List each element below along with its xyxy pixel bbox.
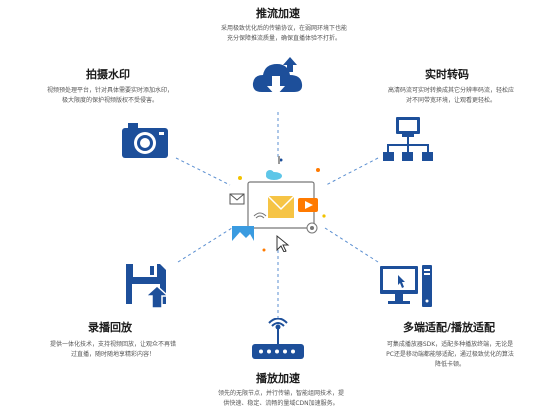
feature-title-watermark: 拍摄水印 [86,68,130,81]
save-upload-icon [124,262,172,314]
desktop-icon [378,263,434,315]
connector-left-bottom [177,227,233,263]
feature-desc-recording-playback: 提供一体化技术，支持视频回放，让观众不再错 过直播，随时随地享精彩内容！ [49,341,176,358]
envelope-icon [267,195,295,218]
network-icon [382,114,434,170]
speaker-icon [306,222,318,234]
feature-title-recording-playback: 录播回放 [88,321,132,334]
small-cloud-icon [266,170,282,180]
router-icon [250,317,306,366]
connector-left-top [175,157,231,186]
feature-title-push-acceleration: 推流加速 [256,7,300,20]
image-icon [232,226,254,241]
feature-desc-realtime-transcode: 高清码流可实时转换成其它分辨率码流，轻松应 对不同带宽环境，让观看更轻松。 [387,87,514,104]
feature-title-playback-acceleration: 播放加速 [256,372,300,385]
feature-desc-playback-acceleration: 领先的无限节点，并行传输，智能组网技术，提 供快速、稳定、流畅的量域CDN加速服… [217,390,344,407]
feature-desc-watermark: 视频预处理平台，针对具体需要实时添加水印， 极大限度的保护视频版权不受侵害。 [46,87,173,104]
connector-right-bottom [324,227,379,263]
feature-title-realtime-transcode: 实时转码 [425,68,469,81]
connector-right-top [325,157,379,186]
mail-icon [229,193,245,205]
play-button-icon [298,198,318,212]
cloud-upload-icon [250,54,306,108]
cursor-icon [276,234,290,253]
feature-desc-multi-platform: 可集成播放器SDK，适配多种播放终端，无论是 PC还是移动端都能够适配，通过极致… [386,341,514,368]
feature-title-multi-platform: 多端适配/播放适配 [403,321,496,334]
camera-icon [120,120,170,164]
wifi-icon [253,212,267,219]
media-hub-illustration [226,156,331,256]
feature-desc-push-acceleration: 采用极致优化后的传输协议，在弱网环境下也能 充分保障推流质量，确保直播体验不打折… [220,25,347,42]
